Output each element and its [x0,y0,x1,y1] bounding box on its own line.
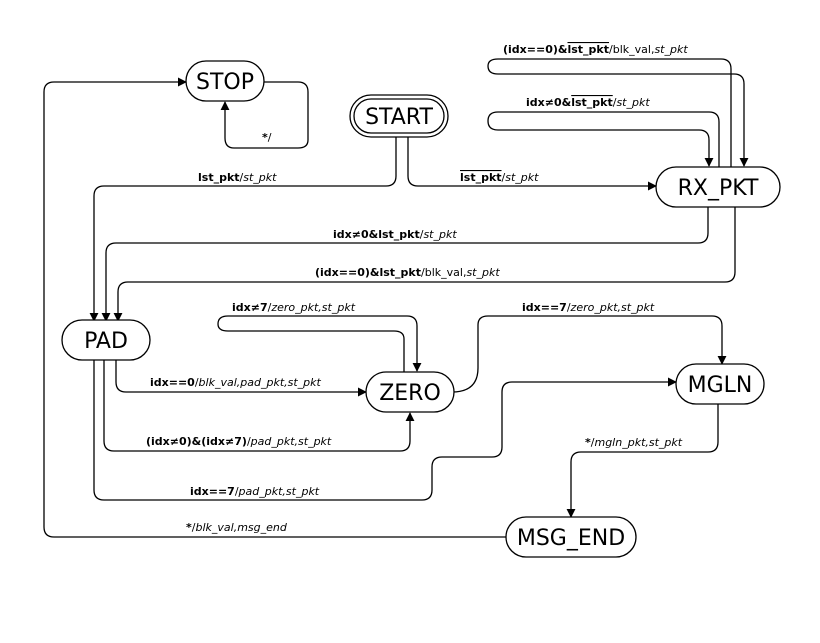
label-zero-to-mgln: idx==7/zero_pkt,st_pkt [522,301,655,314]
state-start: START [349,94,449,138]
label-mgln-to-msgend: */mgln_pkt,st_pkt [585,436,683,449]
edge-pad-to-mgln [93,358,677,501]
state-msg-end: MSG_END [505,516,637,558]
svg-text:PAD: PAD [84,329,128,354]
state-zero: ZERO [365,371,455,413]
edge-stop-self [220,81,309,149]
label-start-to-pad: lst_pkt/st_pkt [198,171,277,184]
edge-start-to-pad [89,136,397,322]
svg-text:STOP: STOP [196,70,254,95]
svg-text:ZERO: ZERO [379,381,441,406]
label-start-to-rx: lst_pkt/st_pkt [460,171,539,184]
edge-rx-to-pad-2 [113,206,736,322]
edge-mgln-to-msgend [566,404,719,518]
edge-start-to-rx [407,136,657,191]
state-stop: STOP [185,60,265,102]
svg-text:START: START [365,105,433,130]
label-rx-to-pad-1: idx≠0&lst_pkt/st_pkt [333,228,457,241]
label-zero-self: idx≠7/zero_pkt,st_pkt [232,301,356,314]
svg-text:MGLN: MGLN [688,373,753,398]
svg-text:RX_PKT: RX_PKT [678,176,759,201]
state-mgln: MGLN [675,363,765,405]
edge-rx-self-1 [487,58,749,168]
label-rx-to-pad-2: (idx==0)&lst_pkt/blk_val,st_pkt [315,266,500,279]
edge-msgend-to-stop [43,77,506,538]
label-rx-self-2: idx≠0&lst_pkt/st_pkt [526,96,650,109]
label-rx-self-1: (idx==0)&lst_pkt/blk_val,st_pkt [503,43,688,56]
edge-pad-to-zero-1 [115,358,367,397]
state-rx-pkt: RX_PKT [655,166,781,208]
svg-text:MSG_END: MSG_END [517,526,625,551]
edge-zero-self [217,315,422,373]
label-pad-to-zero-2: (idx≠0)&(idx≠7)/pad_pkt,st_pkt [146,435,332,448]
edge-rx-self-2 [487,111,720,168]
label-stop-self: */ [262,131,272,144]
label-pad-to-mgln: idx==7/pad_pkt,st_pkt [190,485,320,498]
edge-pad-to-zero-2 [103,358,415,452]
label-pad-to-zero-1: idx==0/blk_val,pad_pkt,st_pkt [150,376,322,389]
label-msgend-to-stop: */blk_val,msg_end [186,521,288,534]
state-pad: PAD [61,319,151,361]
edge-rx-to-pad-1 [101,206,709,322]
edge-zero-to-mgln [451,315,727,393]
